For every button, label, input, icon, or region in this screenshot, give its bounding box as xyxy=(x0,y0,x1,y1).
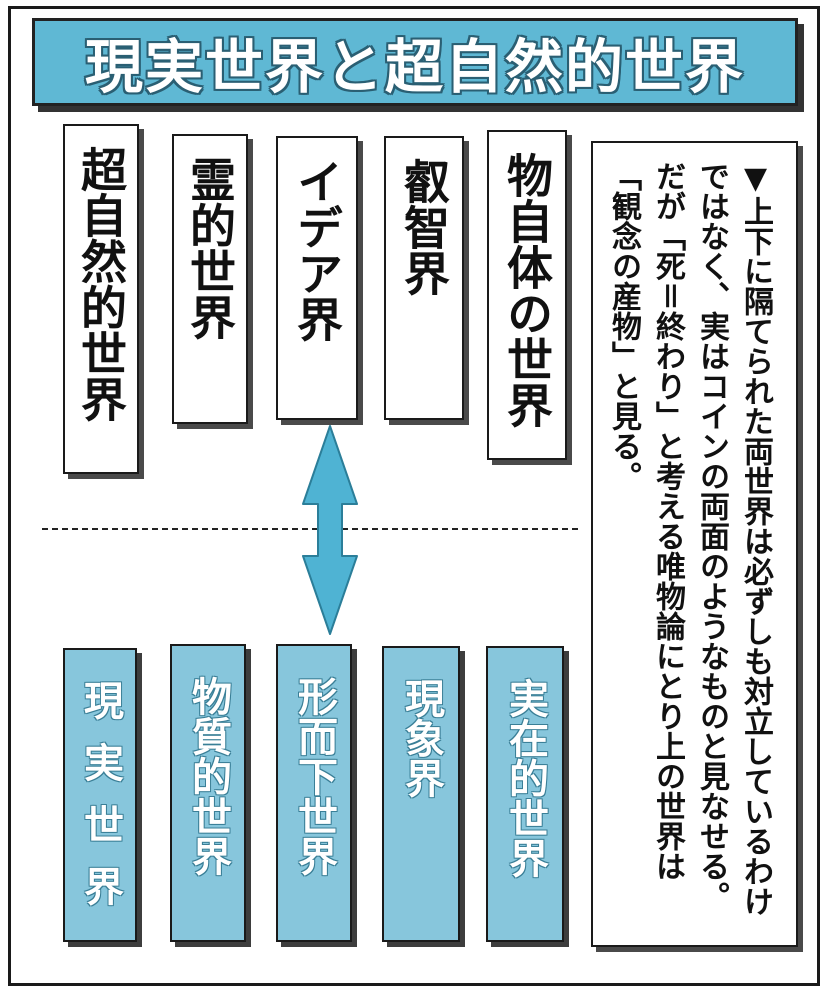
lower-box-real-world: 現実世界 xyxy=(63,648,137,942)
lower-box-physical: 形而下世界 xyxy=(276,644,352,942)
upper-box-supernatural: 超自然的世界 xyxy=(63,124,139,474)
divider-dashed-line xyxy=(42,528,578,530)
lower-box-label: 物質的世界 xyxy=(185,676,231,876)
lower-box-substantial: 実在的世界 xyxy=(486,646,564,942)
upper-box-intelligible: 叡智界 xyxy=(384,136,464,420)
explanation-note: ▼上下に隔てられた両世界は必ずしも対立しているわけではなく、実はコインの両面のよ… xyxy=(591,141,798,947)
title-banner: 現実世界と超自然的世界 xyxy=(32,18,798,106)
upper-box-idea: イデア界 xyxy=(276,136,358,420)
note-text: ▼上下に隔てられた両世界は必ずしも対立しているわけではなく、実はコインの両面のよ… xyxy=(606,161,773,916)
diagram-title: 現実世界と超自然的世界 xyxy=(84,33,745,101)
upper-box-thing-in-itself: 物自体の世界 xyxy=(487,130,567,460)
upper-box-label: 物自体の世界 xyxy=(500,152,554,428)
lower-box-label: 形而下世界 xyxy=(291,676,337,876)
upper-box-label: 叡智界 xyxy=(397,158,451,296)
upper-box-spiritual: 霊的世界 xyxy=(172,134,248,424)
upper-box-label: 霊的世界 xyxy=(183,156,237,340)
upper-box-label: イデア界 xyxy=(290,158,344,342)
lower-box-label: 現象界 xyxy=(398,678,444,798)
lower-box-material: 物質的世界 xyxy=(170,644,246,942)
lower-box-label: 現実世界 xyxy=(77,680,123,928)
lower-box-phenomenal: 現象界 xyxy=(382,646,460,942)
lower-box-label: 実在的世界 xyxy=(502,678,548,878)
upper-box-label: 超自然的世界 xyxy=(74,146,128,422)
